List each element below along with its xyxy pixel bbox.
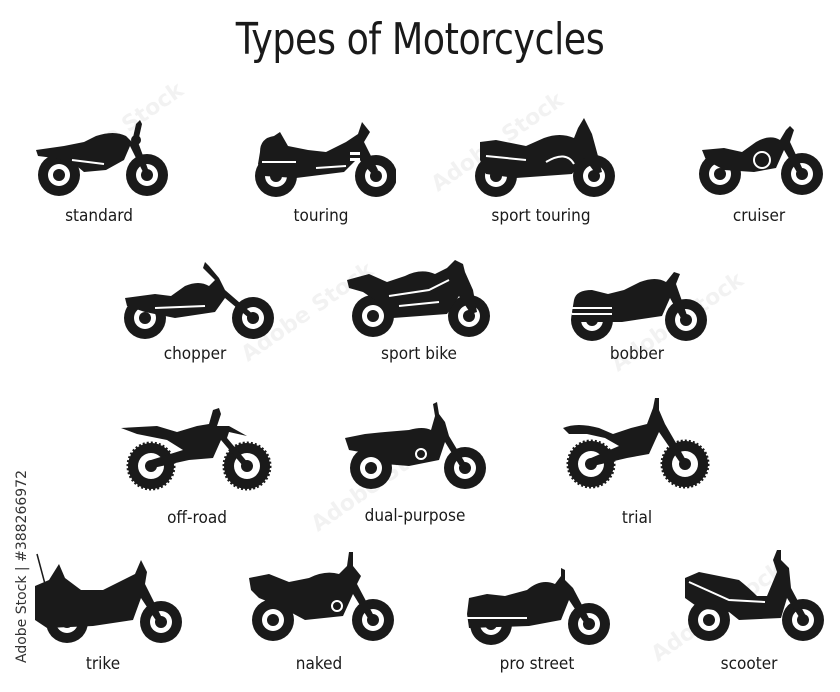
- motorcycle-label: pro street: [499, 654, 575, 674]
- motorcycle-card-trike: trike: [18, 550, 188, 680]
- motorcycle-card-dual-purpose: dual-purpose: [330, 396, 500, 526]
- standard-motorcycle-icon: [36, 120, 168, 196]
- pro-street-motorcycle-icon: [467, 568, 610, 645]
- motorcycle-label: sport bike: [381, 344, 457, 364]
- motorcycle-label: trial: [621, 508, 653, 528]
- sport-touring-motorcycle-icon: [475, 118, 615, 197]
- motorcycle-card-chopper: chopper: [110, 256, 280, 376]
- motorcycle-label: scooter: [720, 654, 778, 674]
- bobber-motorcycle-icon: [571, 272, 707, 341]
- motorcycle-card-sport-touring: sport touring: [456, 112, 626, 232]
- motorcycle-label: bobber: [609, 344, 665, 364]
- motorcycle-card-sport-bike: sport bike: [334, 250, 504, 376]
- motorcycle-label: touring: [293, 206, 349, 226]
- touring-motorcycle-icon: [255, 122, 396, 197]
- motorcycle-label: trike: [85, 654, 121, 674]
- motorcycle-label: naked: [295, 654, 343, 674]
- scooter-icon: [685, 550, 824, 641]
- off-road-motorcycle-icon: [121, 408, 272, 491]
- trial-motorcycle-icon: [563, 398, 710, 489]
- naked-motorcycle-icon: [249, 552, 394, 641]
- motorcycle-card-touring: touring: [236, 112, 406, 232]
- page-title: Types of Motorcycles: [235, 14, 605, 65]
- motorcycle-card-off-road: off-road: [112, 404, 282, 530]
- motorcycle-card-standard: standard: [14, 112, 184, 232]
- cruiser-motorcycle-icon: [699, 126, 823, 195]
- motorcycle-card-pro-street: pro street: [452, 564, 622, 680]
- motorcycle-label: chopper: [163, 344, 227, 364]
- motorcycle-label: off-road: [167, 508, 227, 528]
- motorcycle-card-cruiser: cruiser: [674, 112, 840, 232]
- motorcycle-label: dual-purpose: [364, 506, 466, 526]
- motorcycle-label: sport touring: [491, 206, 591, 226]
- motorcycle-card-bobber: bobber: [552, 260, 722, 376]
- motorcycle-label: cruiser: [732, 206, 786, 226]
- motorcycle-card-trial: trial: [552, 394, 722, 530]
- motorcycle-card-scooter: scooter: [664, 548, 834, 680]
- dual-purpose-motorcycle-icon: [345, 402, 486, 489]
- motorcycle-label: standard: [65, 206, 133, 226]
- motorcycle-card-naked: naked: [234, 548, 404, 680]
- sport-bike-motorcycle-icon: [347, 260, 490, 337]
- chopper-motorcycle-icon: [124, 262, 274, 339]
- trike-motorcycle-icon: [35, 553, 182, 643]
